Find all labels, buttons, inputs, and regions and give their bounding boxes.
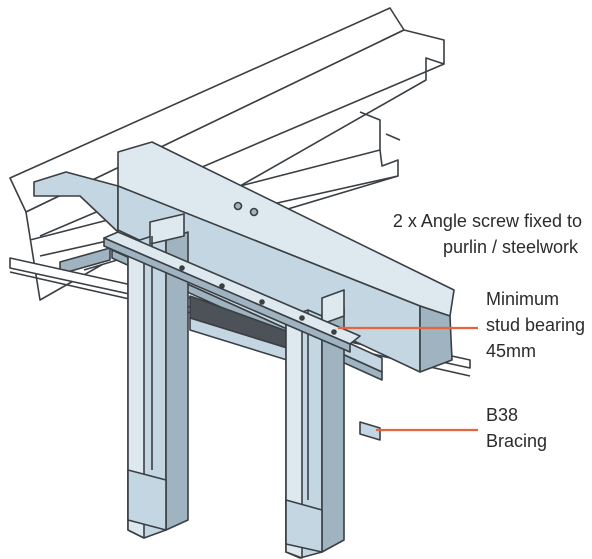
stud-bearing-line3: 45mm	[486, 341, 537, 361]
bracing-rail	[103, 231, 361, 353]
angle-screw-annotation: 2 x Angle screw fixed to purlin / steelw…	[356, 208, 582, 260]
stud-bearing-annotation: Minimum stud bearing 45mm	[486, 286, 585, 364]
right-stud	[285, 289, 345, 559]
leader-lines	[338, 326, 478, 432]
angle-screw-line2: purlin / steelwork	[442, 237, 578, 257]
stud-bearing-line2: stud bearing	[486, 315, 586, 335]
stud-bearing-line1: Minimum	[486, 289, 560, 309]
bracing-annotation: B38 Bracing	[486, 402, 547, 454]
bracing-line2: Bracing	[486, 431, 548, 451]
bracing-line1: B38	[486, 405, 519, 425]
angle-screw-line1: 2 x Angle screw fixed to	[392, 211, 582, 231]
left-stud	[127, 213, 189, 539]
